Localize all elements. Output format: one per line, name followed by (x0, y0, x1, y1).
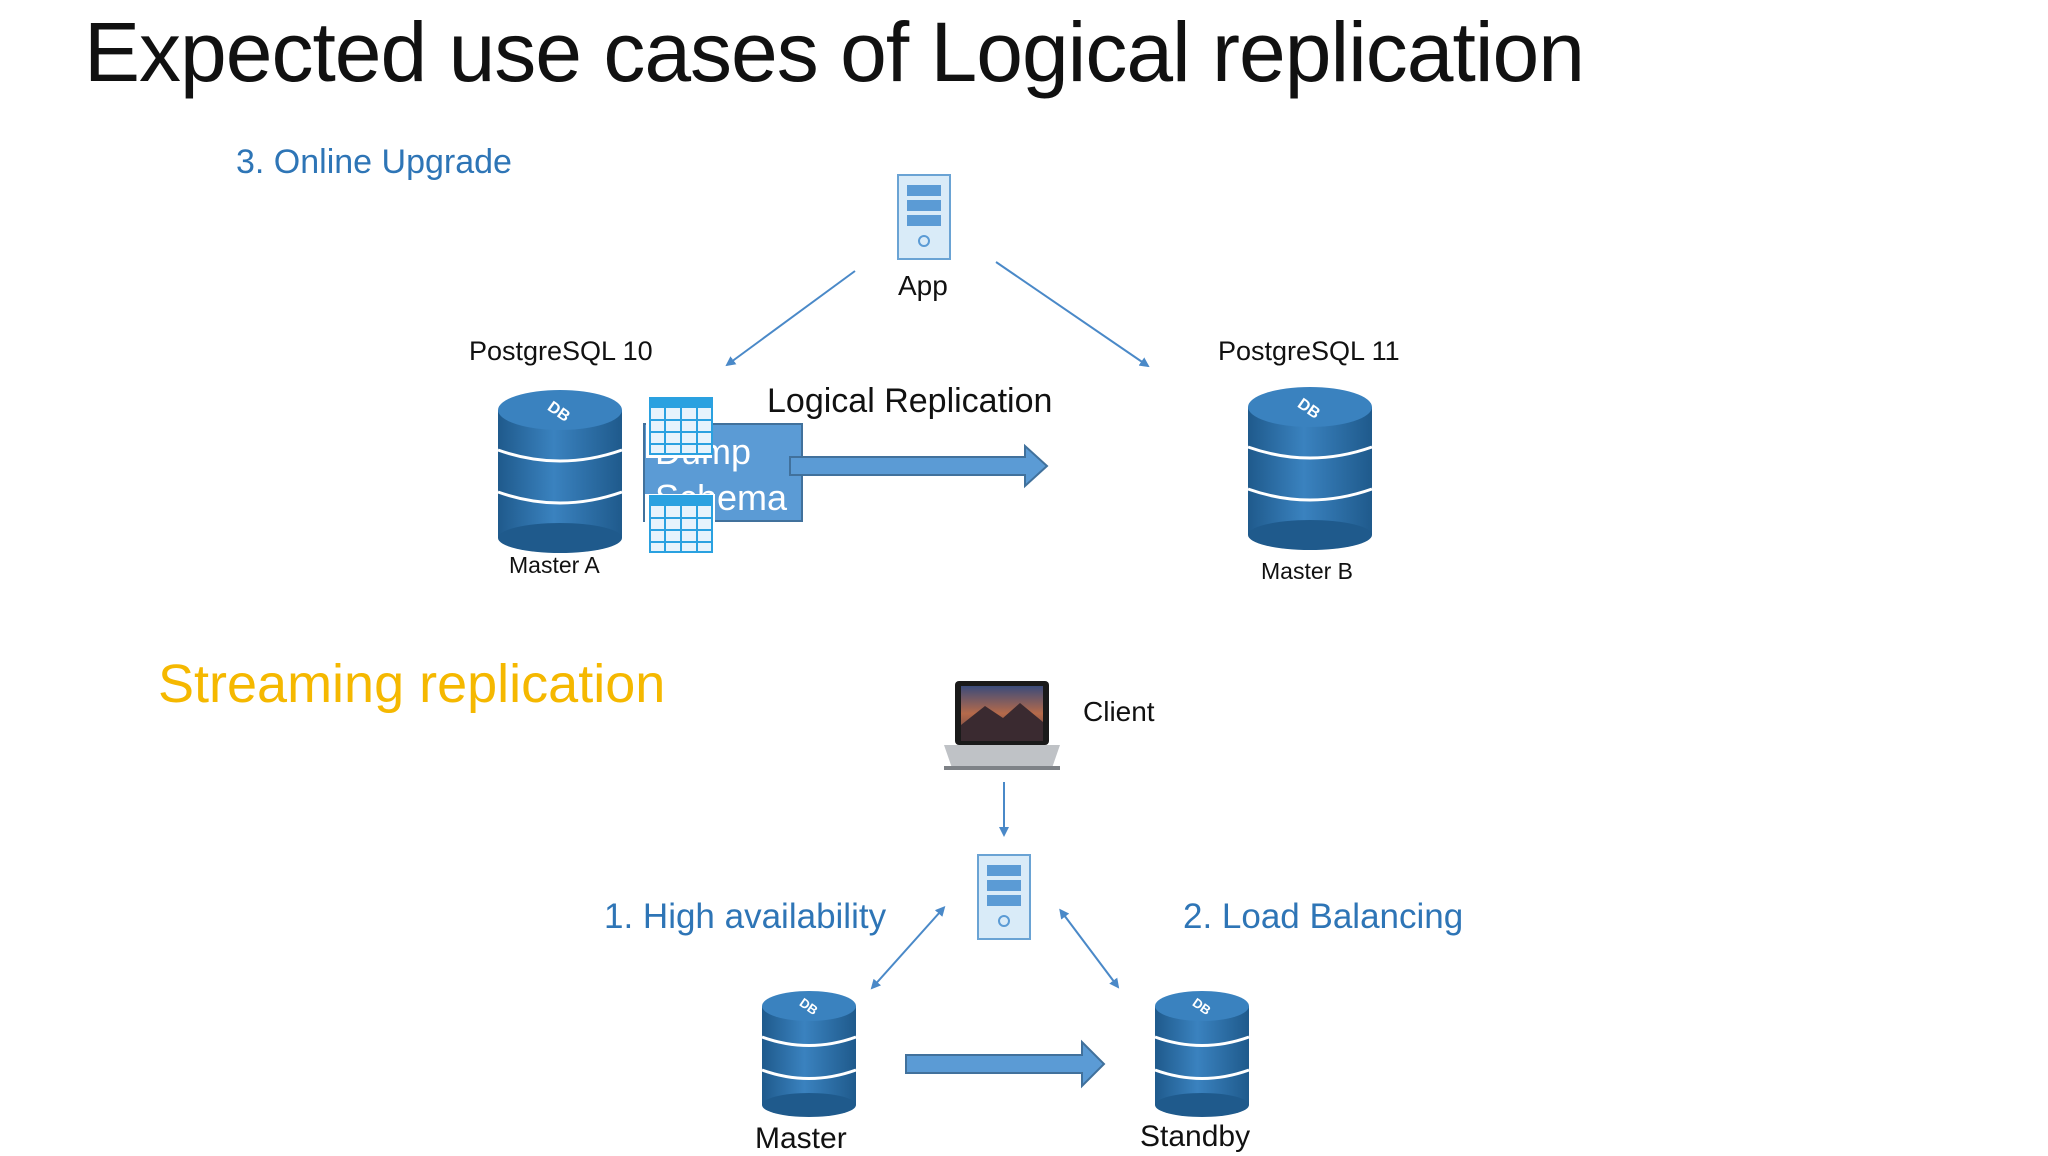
streaming-replication-heading: Streaming replication (158, 654, 666, 714)
streaming-replication-arrow (905, 1039, 1106, 1089)
high-availability-label: 1. High availability (604, 897, 887, 936)
master-b-db-icon: DB (1247, 387, 1373, 550)
postgresql-10-label: PostgreSQL 10 (469, 336, 653, 366)
logical-replication-label: Logical Replication (767, 382, 1053, 420)
master-b-label: Master B (1261, 558, 1354, 584)
standby-db-icon: DB (1154, 991, 1250, 1117)
logical-replication-arrow (789, 443, 1049, 489)
app-server-icon (897, 174, 951, 260)
server-standby-arrow (1059, 908, 1120, 989)
master-a-db-icon: DB (497, 390, 623, 553)
postgresql-11-label: PostgreSQL 11 (1218, 336, 1400, 366)
table-icon-bottom (645, 494, 715, 556)
app-label: App (898, 270, 948, 301)
standby-label: Standby (1140, 1120, 1251, 1153)
master-db-icon: DB (761, 991, 857, 1117)
proxy-server-icon (977, 854, 1031, 940)
online-upgrade-heading: 3. Online Upgrade (236, 143, 512, 181)
load-balancing-label: 2. Load Balancing (1183, 897, 1464, 936)
slide-title: Expected use cases of Logical replicatio… (84, 5, 1585, 99)
app-to-pg10-arrow (725, 270, 856, 367)
server-master-arrow (870, 906, 946, 990)
master-label: Master (755, 1122, 847, 1155)
client-laptop-icon (944, 681, 1060, 770)
app-to-pg11-arrow (995, 261, 1150, 368)
client-label: Client (1083, 696, 1155, 727)
master-a-label: Master A (509, 552, 600, 578)
table-icon-top (646, 396, 713, 458)
